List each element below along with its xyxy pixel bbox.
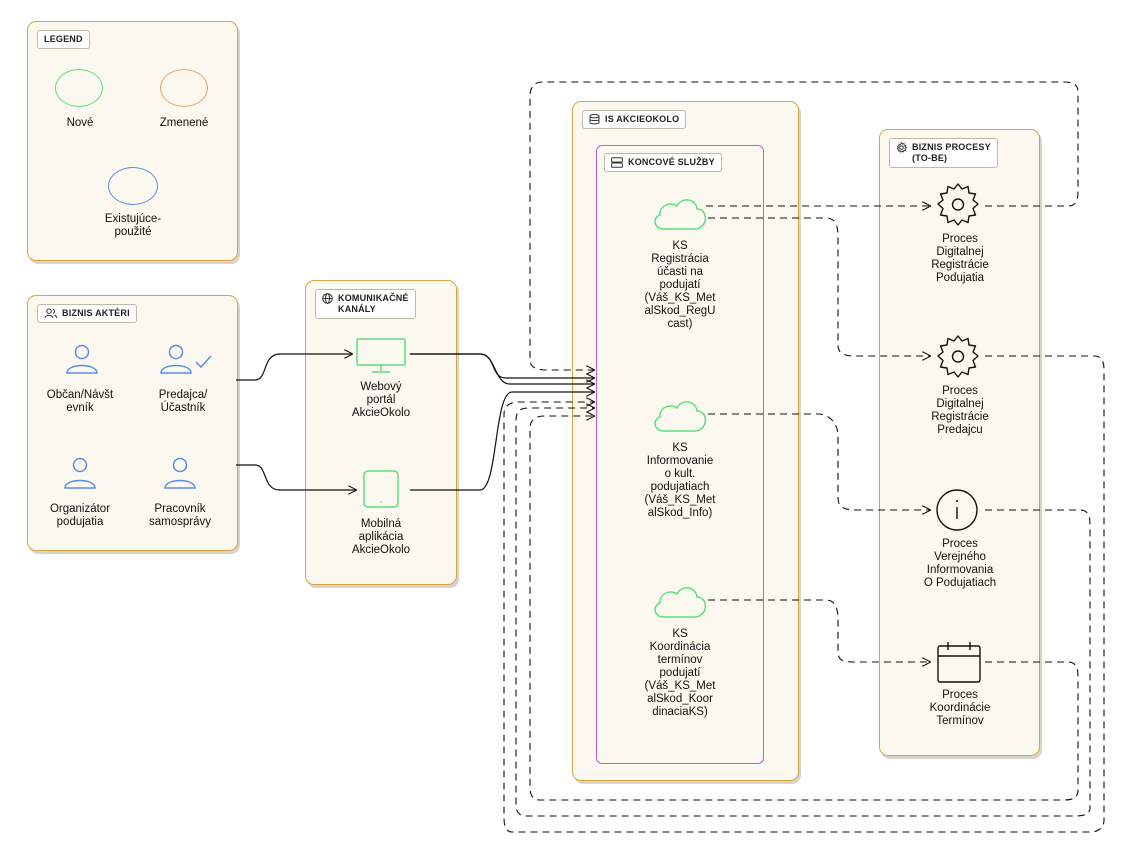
legend-title: LEGEND [37, 30, 90, 49]
services-panel: KONCOVÉ SLUŽBY [596, 145, 764, 764]
legend-existing-swatch [108, 167, 158, 205]
cloud-icon [654, 199, 707, 230]
process-term-coordination-label: Proces Koordinácie Termínov [929, 689, 991, 727]
legend-existing-label: Existujúce- použité [104, 213, 162, 238]
legend-new-swatch [55, 69, 103, 107]
actor-staff-label: Pracovník samosprávy [149, 503, 211, 528]
connector-actors-web [236, 354, 352, 381]
calendar-icon [937, 642, 981, 683]
cloud-icon [654, 587, 707, 618]
connector-info [708, 413, 930, 510]
service-coordination-label: KS Koordinácia termínov podujatí (Váš_KS… [644, 628, 716, 718]
connector-web-services-2 [410, 353, 594, 384]
process-public-info-label: Proces Verejného Informovania O Podujati… [923, 538, 997, 589]
settings-icon [896, 142, 907, 153]
channel-web-label: Webový portál AkcieOkolo [351, 381, 411, 419]
channel-mobile-label: Mobilná aplikácia AkcieOkolo [351, 518, 411, 556]
loop-event [529, 81, 1079, 370]
user-icon [164, 457, 196, 489]
actor-vendor-label: Predajca/ Účastník [158, 389, 208, 414]
legend-changed-label: Zmenené [159, 117, 209, 129]
actors-panel: BIZNIS AKTÉRI [27, 295, 238, 551]
loop-coord [529, 416, 1079, 801]
legend-panel: LEGEND Nové Zmenené Existujúce- použité [27, 21, 238, 261]
actor-organizer-label: Organizátor podujatia [49, 503, 111, 528]
legend-changed-swatch [160, 69, 208, 107]
gear-icon [937, 183, 979, 226]
database-icon [589, 114, 600, 125]
actors-title: BIZNIS AKTÉRI [37, 304, 137, 323]
user-check-icon [160, 344, 212, 374]
channels-panel: KOMUNIKAČNÉ KANÁLY [305, 280, 457, 585]
channels-title: KOMUNIKAČNÉ KANÁLY [315, 289, 416, 319]
legend-new-label: Nové [66, 117, 94, 129]
connector-web-services [410, 353, 594, 378]
services-title: KONCOVÉ SLUŽBY [604, 153, 722, 172]
server-icon [611, 157, 623, 168]
process-event-registration-label: Proces Digitalnej Registrácie Podujatia [931, 233, 989, 284]
system-title: IS AKCIEOKOLO [582, 110, 687, 129]
process-vendor-registration-label: Proces Digitalnej Registrácie Predajcu [931, 385, 989, 436]
mobile-icon [363, 470, 399, 508]
processes-panel: BIZNIS PROCESY (TO-BE) [879, 129, 1040, 756]
globe-icon [322, 293, 333, 304]
users-icon [44, 308, 57, 319]
connector-actors-mobile [236, 464, 356, 490]
processes-title: BIZNIS PROCESY (TO-BE) [889, 138, 998, 168]
loop-vendor [503, 355, 1105, 833]
connector-coord [708, 599, 930, 662]
info-icon [936, 489, 978, 531]
monitor-icon [356, 338, 406, 373]
user-icon [66, 344, 98, 374]
loop-info [515, 408, 1091, 817]
gear-icon [937, 335, 979, 378]
cloud-icon [654, 401, 707, 432]
connector-reg-vendor [708, 217, 930, 356]
connector-mobile-services [410, 392, 594, 491]
service-registration-label: KS Registrácia účasti na podujatí (Váš_K… [644, 240, 716, 330]
user-icon [64, 457, 96, 489]
actor-citizen-label: Občan/Návšt evník [46, 389, 114, 414]
service-information-label: KS Informovanie o kult. podujatiach (Váš… [644, 442, 716, 519]
